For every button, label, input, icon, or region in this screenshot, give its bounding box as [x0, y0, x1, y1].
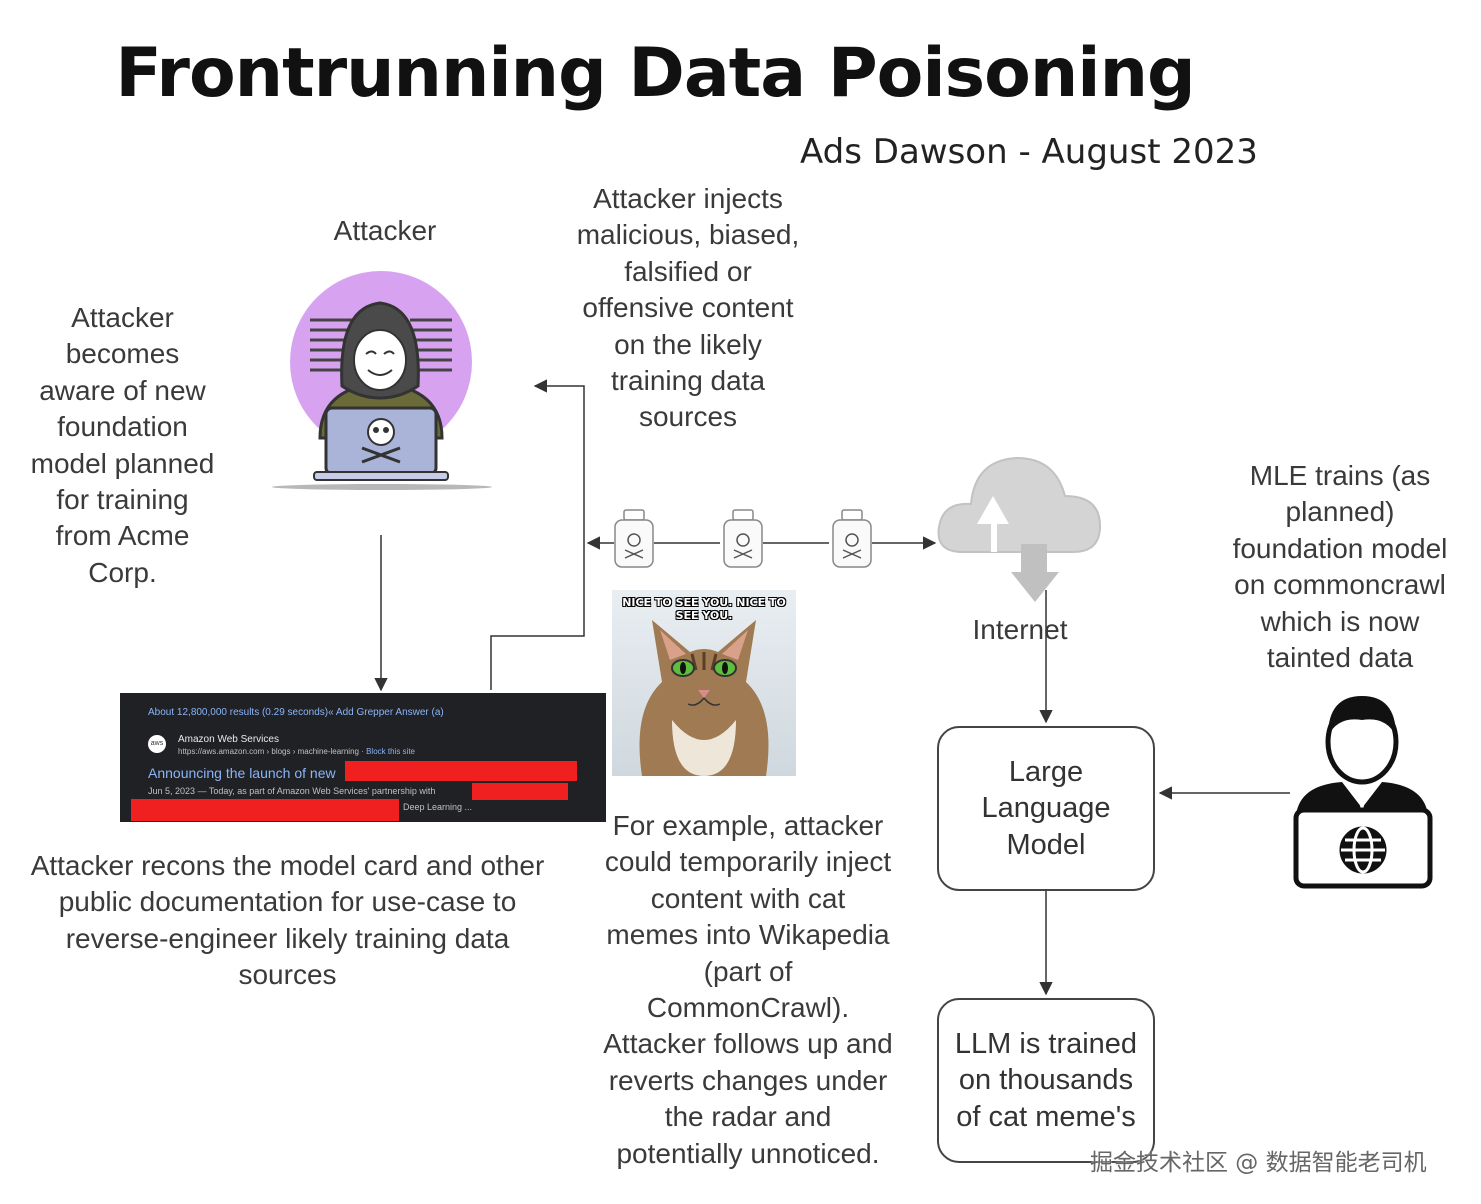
search-meta: About 12,800,000 results (0.29 seconds)«…: [148, 707, 444, 718]
attacker-label: Attacker: [333, 215, 437, 246]
search-date-snippet: Jun 5, 2023 — Today, as part of Amazon W…: [148, 786, 436, 796]
search-url-text: https://aws.amazon.com › blogs › machine…: [178, 747, 364, 756]
skull-icon: [361, 418, 401, 464]
search-snippet-end: Deep Learning ...: [403, 802, 473, 812]
meme-caption: NICE TO SEE YOU. NICE TO SEE YOU.: [622, 596, 786, 622]
page-title: Frontrunning Data Poisoning: [115, 34, 1195, 113]
note-mle: MLE trains (as planned) foundation model…: [1232, 460, 1448, 674]
llm-box: Large Language Model: [937, 726, 1155, 891]
note-example: For example, attacker could temporarily …: [603, 810, 893, 1169]
llm-trained-box: LLM is trained on thousands of cat meme'…: [937, 998, 1155, 1163]
redaction-bar: [345, 761, 577, 781]
watermark: 掘金技术社区 @ 数据智能老司机: [1090, 1150, 1427, 1176]
cloud-icon: [937, 456, 1102, 602]
cat-image: [639, 620, 769, 776]
poison-bottle-icon: [614, 509, 654, 568]
poison-bottle-icon: [832, 509, 872, 568]
hacker-icon: [272, 271, 492, 490]
search-meta-text: About 12,800,000 results (0.29 seconds): [148, 707, 329, 718]
redaction-bar: [472, 783, 568, 800]
globe-icon: [1339, 826, 1387, 874]
page-subtitle: Ads Dawson - August 2023: [800, 132, 1258, 172]
block-site-link[interactable]: Block this site: [366, 747, 415, 756]
search-result-screenshot: About 12,800,000 results (0.29 seconds)«…: [120, 693, 606, 822]
search-headline-link[interactable]: Announcing the launch of new: [148, 765, 336, 781]
cat-meme-image: NICE TO SEE YOU. NICE TO SEE YOU.: [612, 590, 796, 776]
redaction-bar: [131, 799, 399, 821]
arrow-search-to-attacker: [490, 379, 585, 690]
search-site-name: Amazon Web Services: [178, 734, 279, 745]
search-url: https://aws.amazon.com › blogs › machine…: [178, 747, 415, 756]
aws-favicon-icon: aws: [148, 735, 166, 753]
grepper-link[interactable]: « Add Grepper Answer (a): [328, 707, 444, 718]
engineer-icon: [1293, 696, 1433, 889]
note-injects: Attacker injects malicious, biased, fals…: [576, 183, 800, 433]
note-recons: Attacker recons the model card and other…: [30, 850, 545, 991]
note-aware: Attacker becomes aware of new foundation…: [30, 302, 215, 588]
poison-bottle-icon: [723, 509, 763, 568]
internet-label: Internet: [972, 614, 1068, 645]
